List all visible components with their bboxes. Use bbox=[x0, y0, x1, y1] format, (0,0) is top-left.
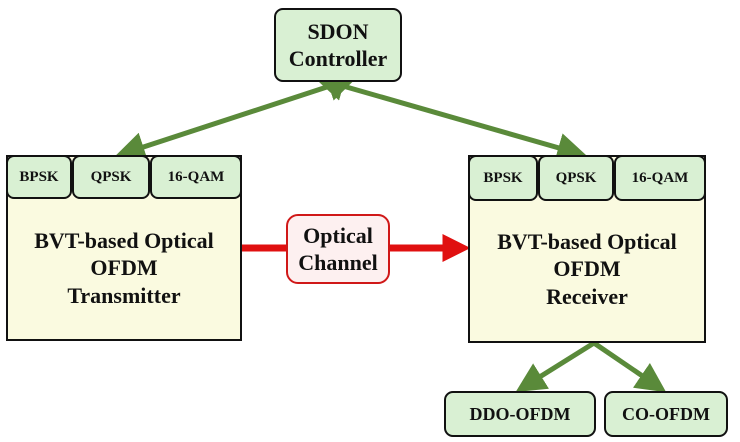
control-arrow-transmitter bbox=[114, 72, 358, 162]
branch-arrow-ddo bbox=[515, 340, 596, 392]
co-ofdm: CO-OFDM bbox=[604, 391, 728, 437]
branch-arrow-co bbox=[592, 340, 667, 393]
controller-line2: Controller bbox=[288, 46, 388, 71]
sdon-controller: SDON Controller bbox=[274, 8, 402, 82]
optical-channel: Optical Channel bbox=[286, 214, 390, 284]
receiver-line2: OFDM bbox=[553, 256, 621, 282]
receiver-line1: BVT-based Optical bbox=[497, 228, 677, 254]
rx-mod-qpsk: QPSK bbox=[538, 155, 614, 201]
tx-mod-16qam: 16-QAM bbox=[150, 155, 242, 199]
rx-mod-bpsk: BPSK bbox=[468, 155, 538, 201]
transmitter-line2: OFDM bbox=[90, 255, 158, 281]
channel-line1: Optical bbox=[303, 222, 373, 248]
transmitter-line3: Transmitter bbox=[67, 282, 181, 308]
tx-mod-qpsk: QPSK bbox=[72, 155, 150, 199]
control-arrow-receiver bbox=[314, 71, 588, 163]
channel-line2: Channel bbox=[298, 250, 378, 275]
controller-line1: SDON bbox=[307, 18, 369, 44]
transmitter-line1: BVT-based Optical bbox=[34, 227, 214, 253]
tx-mod-bpsk: BPSK bbox=[6, 155, 72, 199]
ddo-ofdm: DDO-OFDM bbox=[444, 391, 596, 437]
rx-mod-16qam: 16-QAM bbox=[614, 155, 706, 201]
receiver-line3: Receiver bbox=[546, 283, 628, 309]
